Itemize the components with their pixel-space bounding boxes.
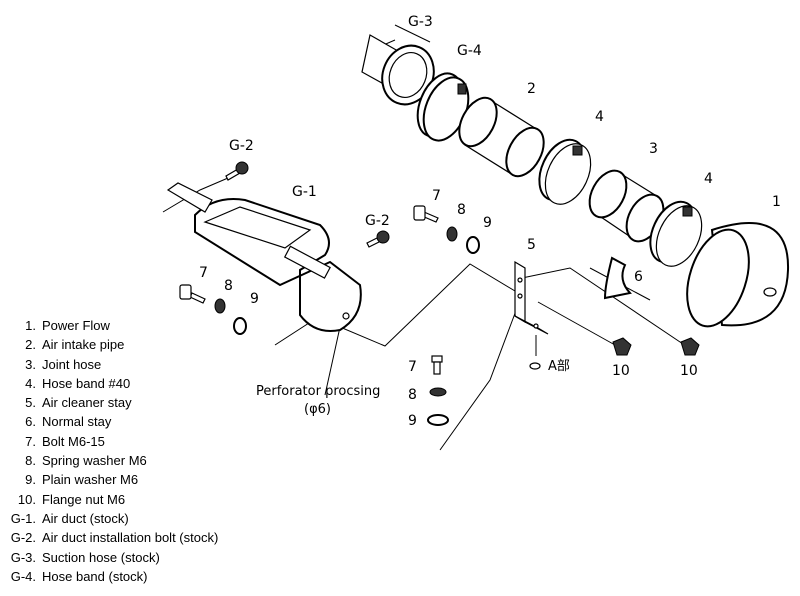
perforation-note-line2: (φ6)	[304, 402, 331, 417]
legend-item-number: G-3.	[10, 549, 36, 565]
callout-g2-a: G-2	[229, 138, 254, 154]
callout-g4: G-4	[457, 43, 482, 59]
callout-9-upper: 9	[483, 215, 492, 231]
hose-band-part-a	[538, 138, 592, 205]
power-flow-filter-part	[686, 222, 790, 328]
legend-item-text: Normal stay	[42, 414, 112, 430]
legend-item: 1. Power Flow	[0, 316, 290, 335]
callout-g2-b: G-2	[365, 213, 390, 229]
perforation-note-line1: Perforator procsing	[256, 384, 380, 399]
callout-10-a: 10	[612, 363, 630, 379]
legend-item-number: 9.	[25, 472, 36, 488]
bolt-washer-set-upper	[413, 205, 480, 254]
normal-stay-part	[603, 256, 632, 300]
legend-item-text: Bolt M6-15	[42, 433, 105, 449]
legend-item-text: Suction hose (stock)	[42, 549, 160, 565]
callout-5: 5	[527, 237, 536, 253]
legend-item-number: G-4.	[10, 568, 36, 584]
callout-7-lower: 7	[408, 359, 417, 375]
legend-item: 6. Normal stay	[0, 412, 290, 431]
legend-item-text: Spring washer M6	[42, 453, 147, 469]
legend-item: G-4. Hose band (stock)	[0, 567, 290, 586]
legend-item-number: 7.	[25, 433, 36, 449]
callout-10-b: 10	[680, 363, 698, 379]
flange-nut-part-b	[680, 337, 700, 356]
legend-item: G-3. Suction hose (stock)	[0, 548, 290, 567]
legend-item-number: 8.	[25, 453, 36, 469]
legend-item-text: Hose band (stock)	[42, 568, 148, 584]
hose-band-part-b	[649, 200, 703, 267]
legend-item-number: 5.	[25, 395, 36, 411]
legend-item: 4. Hose band #40	[0, 374, 290, 393]
callout-4-a: 4	[595, 109, 604, 125]
legend-item-text: Hose band #40	[42, 375, 131, 391]
legend-item-number: 4.	[25, 375, 36, 391]
legend-item: 5. Air cleaner stay	[0, 393, 290, 412]
flange-nut-part-a	[612, 337, 632, 356]
callout-g1: G-1	[292, 184, 317, 200]
air-intake-pipe-part	[458, 96, 545, 178]
legend-item-number: G-1.	[10, 510, 36, 526]
parts-legend: 1. Power Flow 2. Air intake pipe 3. Joint hos…	[0, 316, 290, 586]
air-duct-part	[166, 182, 362, 332]
legend-item: 9. Plain washer M6	[0, 470, 290, 489]
a-part-detail	[529, 362, 541, 370]
legend-item-number: 2.	[25, 337, 36, 353]
air-duct-bolt-part-b	[366, 230, 390, 248]
a-part-label: A部	[548, 359, 570, 374]
callout-4-b: 4	[704, 171, 713, 187]
legend-item: 10. Flange nut M6	[0, 490, 290, 509]
legend-item: 7. Bolt M6-15	[0, 432, 290, 451]
callout-8-lower: 8	[408, 387, 417, 403]
legend-item-text: Air duct (stock)	[42, 510, 129, 526]
legend-item: 3. Joint hose	[0, 355, 290, 374]
callout-9-lower: 9	[408, 413, 417, 429]
callout-8-upper: 8	[457, 202, 466, 218]
callout-3: 3	[649, 141, 658, 157]
air-cleaner-stay-part	[514, 260, 549, 335]
legend-item-text: Air intake pipe	[42, 337, 125, 353]
callout-6: 6	[634, 269, 643, 285]
hose-band-stock-part	[416, 72, 470, 142]
callout-2: 2	[527, 81, 536, 97]
legend-item-number: 6.	[25, 414, 36, 430]
callout-7-upper: 7	[432, 188, 441, 204]
legend-item-number: 10.	[17, 491, 36, 507]
air-duct-bolt-part-a	[225, 161, 249, 181]
callout-1: 1	[772, 194, 781, 210]
legend-item-text: Joint hose	[42, 356, 102, 372]
callout-9-left: 9	[250, 291, 259, 307]
legend-item: 2. Air intake pipe	[0, 335, 290, 354]
legend-item-number: 1.	[25, 318, 36, 333]
legend-item: G-2. Air duct installation bolt (stock)	[0, 528, 290, 547]
bolt-washer-set-left	[179, 284, 247, 335]
suction-hose-part	[361, 34, 435, 106]
legend-item-text: Air duct installation bolt (stock)	[42, 530, 219, 546]
legend-item-text: Power Flow	[42, 318, 110, 333]
legend-item-number: 3.	[25, 356, 36, 372]
callout-g3: G-3	[408, 14, 433, 30]
legend-item-text: Flange nut M6	[42, 491, 126, 507]
legend-item: 8. Spring washer M6	[0, 451, 290, 470]
legend-item: G-1. Air duct (stock)	[0, 509, 290, 528]
legend-item-number: G-2.	[10, 530, 36, 546]
callout-7-left: 7	[199, 265, 208, 281]
legend-item-text: Air cleaner stay	[42, 395, 132, 411]
legend-item-text: Plain washer M6	[42, 472, 139, 488]
bolt-washer-set-lower	[427, 355, 449, 426]
callout-8-left: 8	[224, 278, 233, 294]
